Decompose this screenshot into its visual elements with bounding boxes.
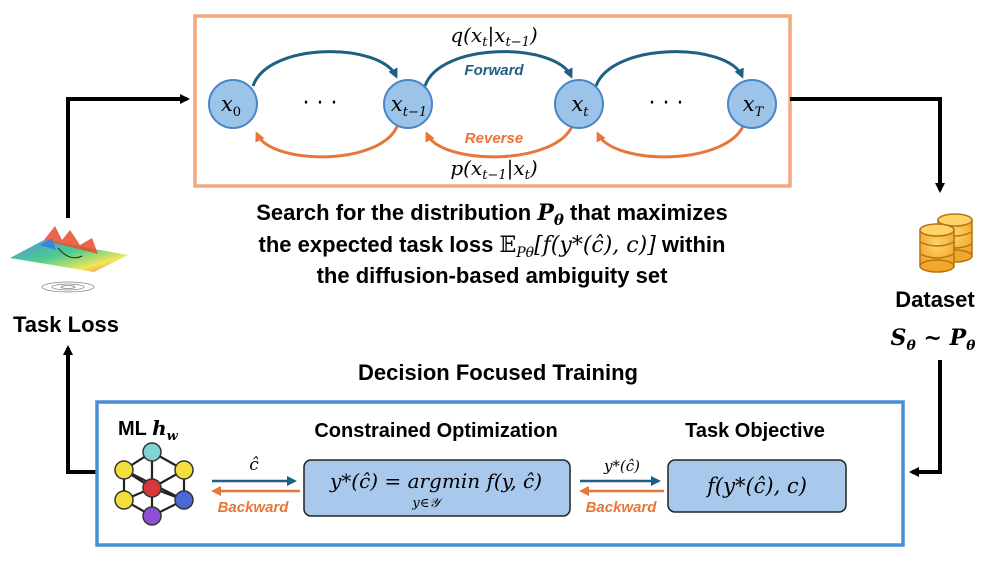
task-loss-label: Task Loss xyxy=(13,312,119,337)
backward-label-left: Backward xyxy=(218,499,290,516)
constrained-optimization-title: Constrained Optimization xyxy=(314,420,557,442)
dataset-formula: Sθ ~ Pθ xyxy=(891,325,977,354)
arrow-top-right-to-dataset xyxy=(790,97,945,193)
node-xt xyxy=(554,79,604,129)
optimization-subscript: y∈𝒴 xyxy=(411,496,443,511)
ystar-label: y*(ĉ) xyxy=(603,457,640,475)
reverse-label: Reverse xyxy=(465,130,523,147)
optimization-box xyxy=(303,459,571,517)
forward-label: Forward xyxy=(464,62,524,79)
database-icon xyxy=(919,213,973,273)
ellipsis-right: · · · xyxy=(649,91,684,116)
reverse-arc-2 xyxy=(425,123,575,159)
forward-arc-3 xyxy=(594,50,744,87)
node-xt-label: xt xyxy=(571,92,589,120)
task-loss-surface-icon xyxy=(10,226,128,293)
node-x0-label: x0 xyxy=(221,92,241,120)
task-objective-title: Task Objective xyxy=(685,420,825,442)
decision-focused-title: Decision Focused Training xyxy=(358,360,638,385)
optimization-formula: y*(ĉ) = argmin f(y, ĉ) xyxy=(329,469,542,493)
caption-line-2: the expected task loss 𝔼Pθ[f(y*(ĉ), c)] … xyxy=(259,232,726,261)
node-xT xyxy=(727,79,777,129)
reverse-arc-3 xyxy=(596,123,746,159)
caption-line-1: Search for the distribution Pθ that maxi… xyxy=(256,200,728,229)
node-xT-label: xT xyxy=(743,92,765,120)
reverse-arc-1 xyxy=(255,123,400,159)
node-xt-minus-1-label: xt−1 xyxy=(391,92,427,120)
dataset-label: Dataset xyxy=(895,287,975,312)
task-objective-formula: f(y*(ĉ), c) xyxy=(705,474,807,498)
forward-arc-1 xyxy=(251,50,398,87)
task-objective-box xyxy=(667,459,847,513)
forward-arc-2 xyxy=(423,50,573,87)
chat-label: ĉ xyxy=(249,455,259,475)
ellipsis-left: · · · xyxy=(303,91,338,116)
backward-label-right: Backward xyxy=(586,499,658,516)
neural-network-icon xyxy=(114,442,194,526)
arrow-task-loss-to-diffusion xyxy=(66,94,190,218)
arrow-ml-to-task-loss xyxy=(63,345,102,474)
caption-line-3: the diffusion-based ambiguity set xyxy=(317,263,668,288)
node-xt-minus-1 xyxy=(383,79,433,129)
node-x0 xyxy=(208,79,258,129)
arrow-dataset-to-task-objective xyxy=(909,360,942,477)
ml-label: ML hw xyxy=(118,416,179,444)
